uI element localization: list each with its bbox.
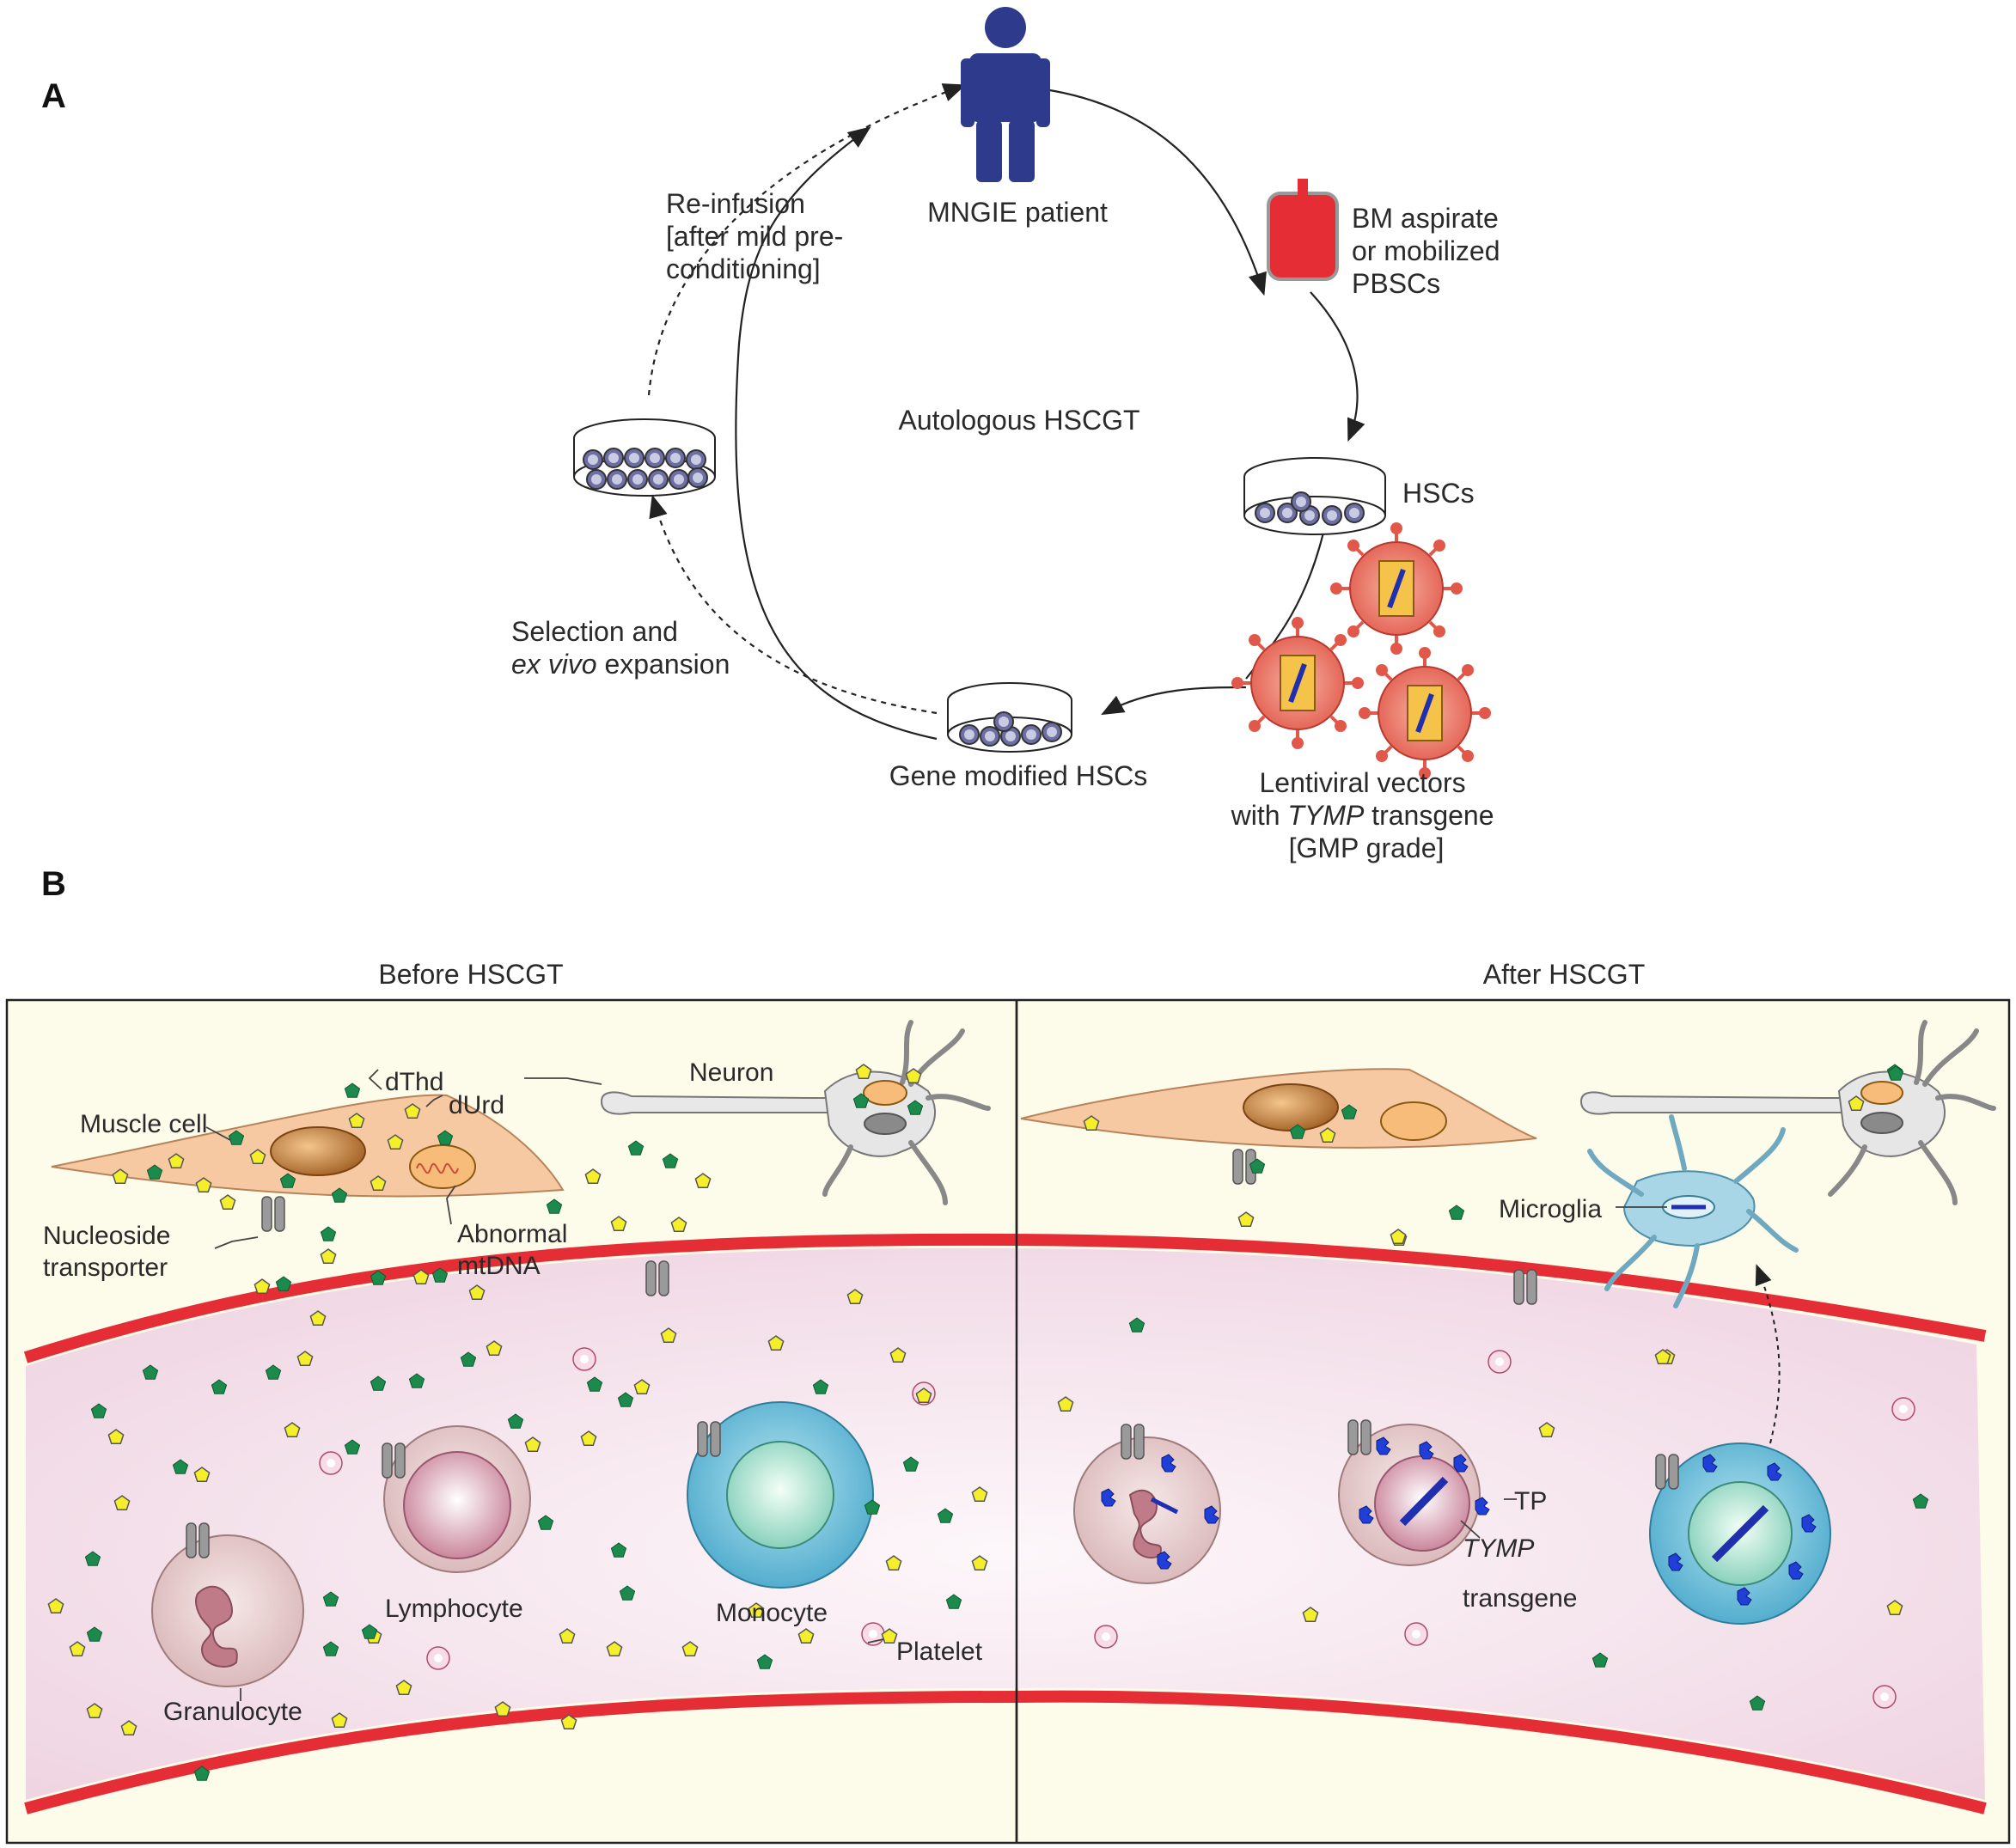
durd-label: dUrd — [449, 1091, 504, 1119]
lymphocyte-after — [1338, 1419, 1490, 1566]
abnormal-mtdna-label: Abnormal mtDNA — [457, 1220, 575, 1280]
arrow-selection-dashed — [649, 494, 938, 715]
tp-label: TP — [1514, 1487, 1547, 1516]
hscs-label: HSCs — [1402, 478, 1475, 509]
lentiviral-vectors-icon — [1231, 522, 1491, 779]
reinfusion-label: Re-infusion [after mild pre- conditionin… — [666, 188, 851, 284]
microglia-label: Microglia — [1499, 1195, 1602, 1223]
monocyte — [687, 1401, 874, 1589]
arrow-bm-to-hscs — [1310, 291, 1365, 442]
center-label: Autologous HSCGT — [898, 405, 1139, 436]
blood-bag-icon — [1267, 179, 1339, 281]
hsc-dish-icon — [1243, 457, 1386, 535]
lymphocyte — [382, 1425, 531, 1573]
neuron-label: Neuron — [689, 1058, 773, 1087]
arrow-modified-to-patient — [735, 126, 938, 741]
arrow-patient-to-bm — [1013, 84, 1267, 296]
monocyte-label: Monocyte — [716, 1599, 828, 1627]
panel-a-letter: A — [41, 77, 66, 115]
dthd-label: dThd — [385, 1068, 443, 1096]
granulocyte-after — [1073, 1424, 1221, 1584]
arrow-reinfusion-dashed — [647, 83, 967, 396]
before-title: Before HSCGT — [378, 959, 563, 990]
bm-label: BM aspirate or mobilized PBSCs — [1352, 203, 1507, 299]
muscle-cell — [51, 1094, 565, 1232]
arrow-monocyte-to-microglia — [1755, 1264, 1781, 1444]
granulocyte-label: Granulocyte — [163, 1698, 302, 1726]
platelet-label: Platelet — [896, 1638, 983, 1666]
patient-label: MNGIE patient — [927, 197, 1108, 228]
hscgt-cycle-diagram — [647, 83, 1365, 741]
vessel-wall-bottom — [24, 1690, 1987, 1814]
granulocyte — [151, 1522, 304, 1687]
neuron-before — [600, 1020, 991, 1205]
tymp-transgene-label: TYMP transgene — [1463, 1534, 1577, 1613]
monocyte-after — [1649, 1442, 1831, 1625]
selection-label: Selection and ex vivo expansion — [511, 616, 730, 680]
vessel-wall-top — [23, 1233, 1987, 1363]
nucleoside-transporter-label: Nucleoside transporter — [43, 1222, 178, 1282]
arrow-vectors-to-modified — [1101, 686, 1247, 716]
mitochondrion — [409, 1144, 476, 1189]
lymphocyte-label: Lymphocyte — [385, 1595, 523, 1623]
microglia — [1587, 1114, 1799, 1308]
panel-b-letter: B — [41, 865, 66, 903]
lentiviral-label: Lentiviral vectors with TYMP transgene [… — [1231, 767, 1502, 863]
after-title: After HSCGT — [1483, 959, 1645, 990]
expanded-dish-icon — [573, 418, 716, 497]
neuron-after — [1579, 1020, 1996, 1205]
gene-modified-dish-icon — [947, 682, 1072, 753]
callout-lines — [205, 1069, 1667, 1701]
patient-icon — [961, 7, 1050, 182]
gene-modified-label: Gene modified HSCs — [889, 760, 1148, 791]
muscle-cell-label: Muscle cell — [80, 1110, 207, 1138]
blood-vessel — [26, 1247, 1985, 1800]
